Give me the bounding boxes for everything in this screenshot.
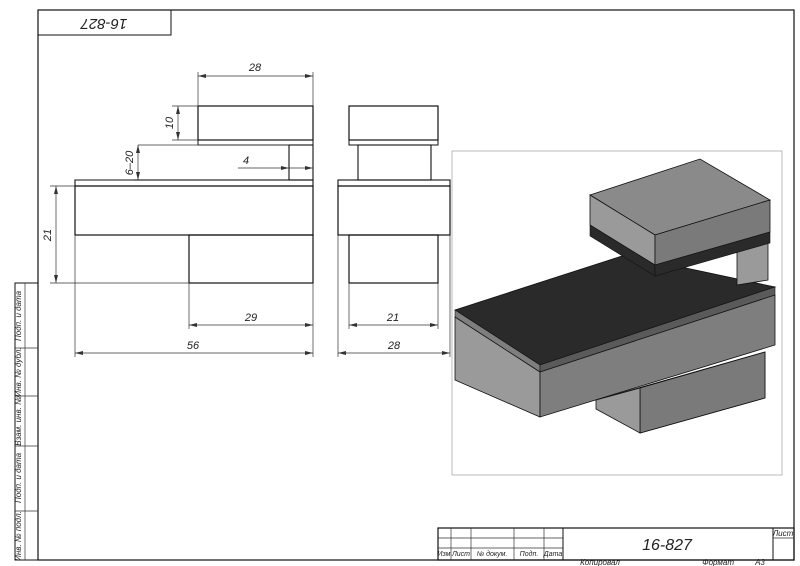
drawing-number: 16-827 (642, 537, 693, 554)
isometric-view (451, 150, 783, 476)
stamp-label-1: Инв. № подл. (14, 511, 23, 561)
sheet-label: Лист (772, 529, 794, 538)
col-list: Лист (451, 551, 470, 558)
dim-top-width: 28 (248, 62, 262, 74)
side-view (337, 105, 451, 284)
front-view (74, 105, 314, 284)
col-sign: Подп. (520, 550, 539, 558)
format-label: Формат (702, 558, 734, 566)
dim-side-lower-width: 21 (386, 312, 399, 324)
side-stamp: Инв. № подл. Подп. и дата Взам. инв. № И… (14, 282, 39, 561)
dim-gap: 6–20 (124, 150, 136, 175)
dim-top-height: 10 (164, 116, 176, 129)
dimensions-side: 21 28 (337, 235, 451, 357)
dim-body-height: 21 (42, 229, 54, 242)
stamp-label-3: Взам. инв. № (14, 396, 23, 446)
dim-stem: 4 (243, 155, 249, 167)
stamp-label-2: Подп. и дата (14, 452, 23, 503)
dim-side-total-width: 28 (387, 340, 401, 352)
dim-total-width: 56 (187, 340, 200, 352)
stamp-label-4: Инв. № дубл. (14, 347, 23, 396)
dim-lower-width: 29 (244, 312, 257, 324)
drawing-number-rotated: 16-827 (80, 15, 127, 32)
copied-label: Копировал (580, 558, 620, 566)
col-doc: № докум. (477, 550, 508, 558)
top-number-box: 16-827 (37, 9, 172, 36)
col-date: Дата (543, 551, 563, 558)
dimensions-front: 28 10 6–20 4 21 29 (42, 62, 314, 357)
stamp-label-5: Подп. и дата (14, 290, 23, 341)
col-izm: Изм (438, 551, 451, 558)
format-value: А3 (754, 558, 765, 566)
title-block: Изм Лист № докум. Подп. Дата 16-827 Лист… (437, 527, 795, 566)
